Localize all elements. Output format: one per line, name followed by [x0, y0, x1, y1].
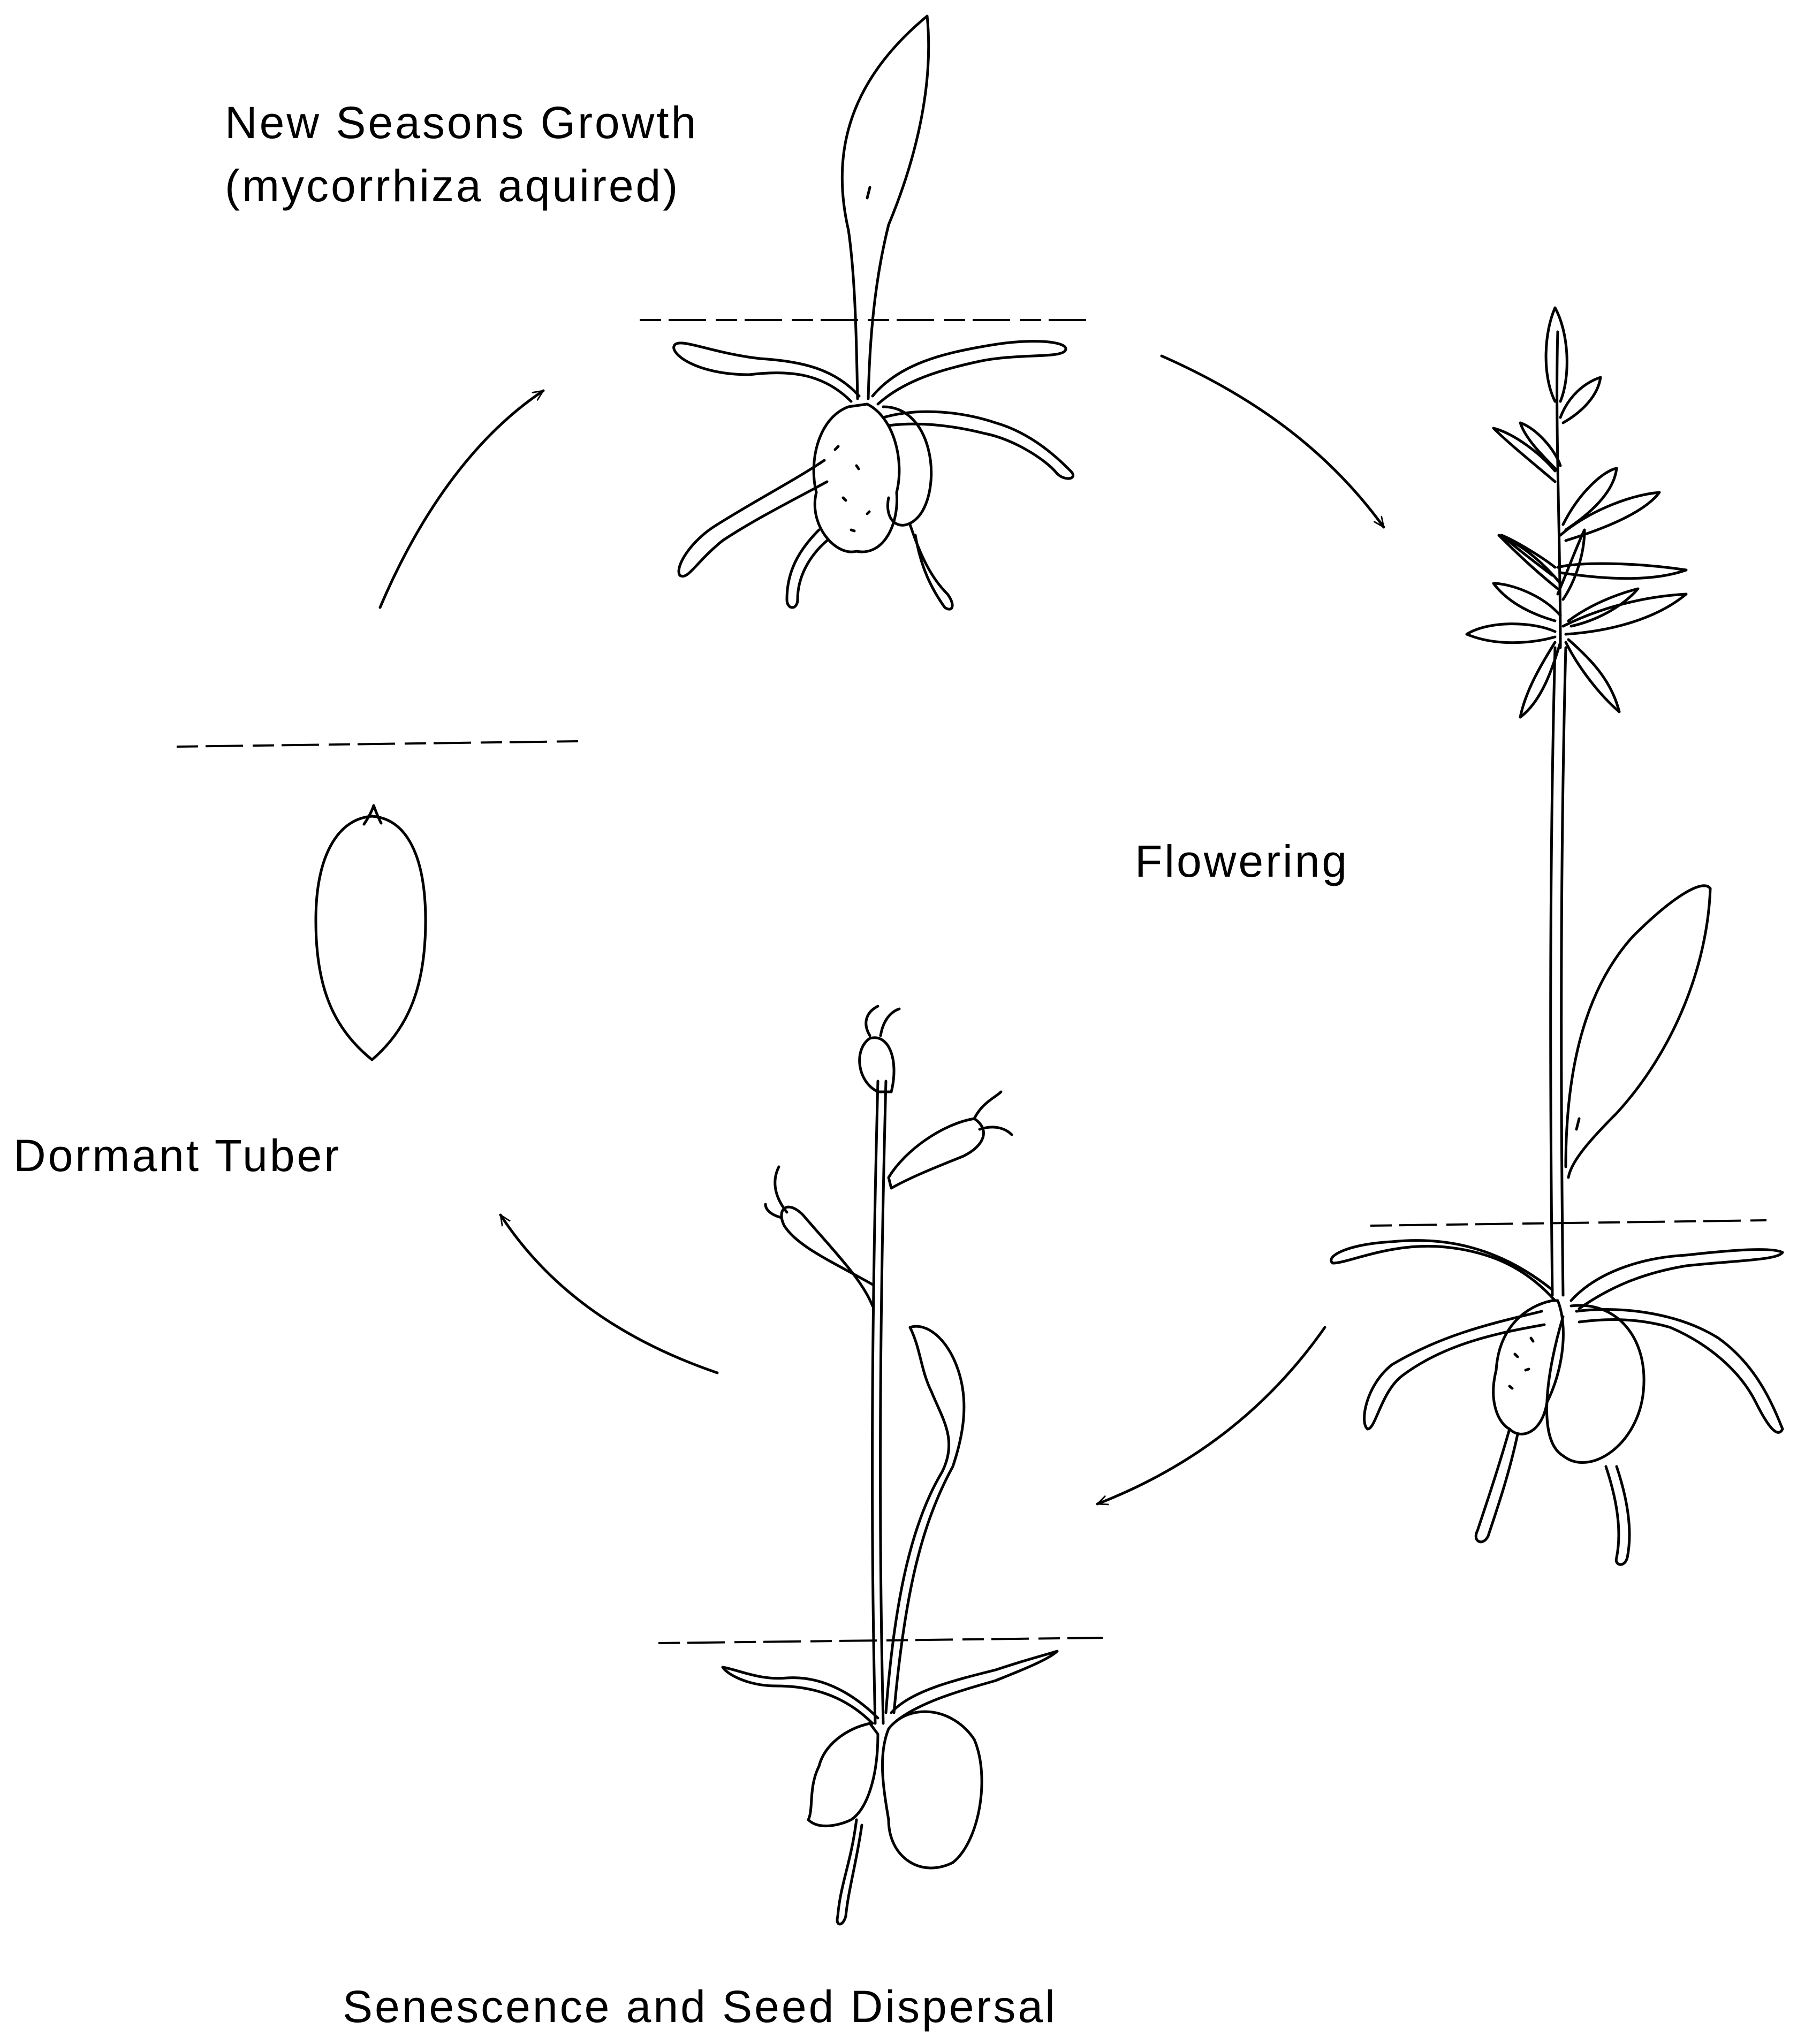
- label-flowering: Flowering: [1135, 830, 1349, 893]
- arrow-dormant-to-growth: [380, 391, 543, 607]
- tuber-left: [814, 404, 899, 552]
- label-senescence: Senescence and Seed Dispersal: [343, 1975, 1057, 2038]
- root: [723, 1667, 878, 1723]
- flower: [1493, 428, 1555, 482]
- root: [1331, 1241, 1555, 1301]
- soil-line: [1370, 1220, 1766, 1226]
- root: [1364, 1311, 1544, 1429]
- flower: [1493, 583, 1560, 621]
- root: [1476, 1429, 1518, 1542]
- root: [873, 341, 1066, 404]
- tuber-dots: [1510, 1338, 1533, 1388]
- leaf-vein: [867, 187, 870, 198]
- root: [1571, 1250, 1783, 1309]
- flower: [1560, 492, 1659, 541]
- soil-line: [177, 741, 578, 747]
- leaf: [842, 16, 928, 399]
- root: [837, 1820, 862, 1924]
- seed-capsule: [782, 1207, 873, 1306]
- flower: [1566, 640, 1619, 712]
- new-growth-plant: [640, 16, 1095, 609]
- stem: [873, 1081, 878, 1723]
- label-line-2: (mycorrhiza aquired): [225, 154, 698, 217]
- label-line-1: New Seasons Growth: [225, 91, 698, 154]
- root: [1606, 1466, 1629, 1564]
- root: [883, 412, 1073, 478]
- stem: [1561, 648, 1566, 1295]
- tuber-dots: [835, 446, 869, 531]
- tuber-left-shrivelled: [808, 1723, 878, 1826]
- capsule-remnant: [866, 1006, 899, 1036]
- root: [910, 525, 952, 609]
- tuber: [316, 816, 426, 1060]
- stem-tip: [1557, 332, 1560, 648]
- arrow-flowering-to-senescence: [1097, 1327, 1325, 1504]
- root: [787, 530, 827, 607]
- withered-leaf: [886, 1326, 964, 1713]
- flower: [1520, 423, 1560, 471]
- label-new-seasons-growth: New Seasons Growth (mycorrhiza aquired): [225, 91, 698, 217]
- flower: [1568, 589, 1638, 626]
- label-dormant-tuber: Dormant Tuber: [13, 1124, 341, 1187]
- flowering-plant: [1331, 308, 1783, 1564]
- tuber-right: [1547, 1305, 1644, 1462]
- stem: [881, 1081, 886, 1723]
- flower: [1499, 535, 1560, 589]
- dormant-tuber: [177, 741, 578, 1060]
- capsule-remnant: [974, 1092, 1012, 1135]
- tuber-right: [882, 1712, 982, 1868]
- arrow-growth-to-flowering: [1162, 356, 1384, 527]
- senescence-plant: [658, 1006, 1103, 1924]
- arrow-senescence-to-dormant: [501, 1215, 717, 1373]
- flower: [1467, 624, 1555, 643]
- flower: [1563, 468, 1617, 530]
- seed-capsule: [889, 1119, 983, 1188]
- root: [1576, 1310, 1783, 1433]
- root: [891, 1651, 1057, 1721]
- stem: [1551, 648, 1555, 1295]
- tuber-tip: [364, 806, 381, 824]
- root: [679, 460, 827, 576]
- capsule-remnant: [765, 1167, 787, 1218]
- leaf: [1566, 886, 1710, 1177]
- leaf-vein: [1576, 1119, 1579, 1129]
- root: [674, 343, 859, 401]
